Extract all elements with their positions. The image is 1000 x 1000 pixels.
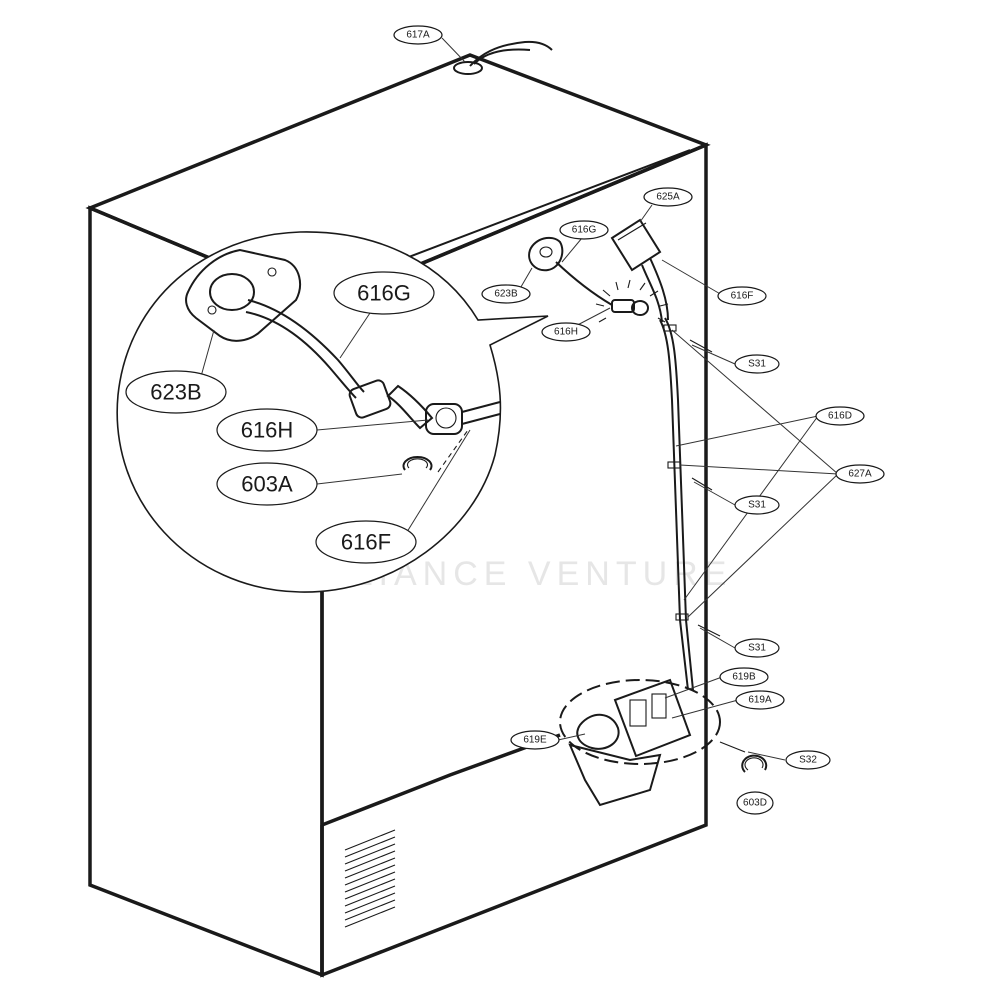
svg-text:603D: 603D — [743, 798, 767, 809]
label-617A: 617A — [393, 25, 443, 45]
detail-plate-623B — [185, 248, 301, 342]
svg-text:603A: 603A — [241, 472, 293, 497]
svg-text:S31: S31 — [748, 643, 766, 654]
svg-text:619A: 619A — [748, 695, 772, 706]
label-616H-large: 616H — [216, 408, 318, 452]
label-616G-small: 616G — [559, 220, 609, 240]
label-S31-1: S31 — [734, 354, 780, 374]
label-623B-small: 623B — [481, 284, 531, 304]
svg-text:616D: 616D — [828, 411, 852, 422]
label-603D: 603D — [736, 791, 774, 815]
label-619B: 619B — [719, 667, 769, 687]
svg-text:623B: 623B — [494, 289, 518, 300]
upper-connector-assembly — [528, 218, 669, 323]
label-627A: 627A — [835, 464, 885, 484]
detail-callout-leaders — [199, 312, 471, 541]
svg-text:S31: S31 — [748, 500, 766, 511]
svg-text:623B: 623B — [150, 380, 201, 405]
svg-text:616H: 616H — [241, 418, 294, 443]
lower-valve-assembly — [559, 678, 768, 807]
label-616H-small: 616H — [541, 322, 591, 342]
water-tube-assembly — [659, 317, 746, 753]
label-616D: 616D — [815, 406, 865, 426]
label-616F-large: 616F — [315, 520, 417, 564]
label-S31-2: S31 — [734, 495, 780, 515]
svg-text:619E: 619E — [523, 735, 547, 746]
svg-text:616G: 616G — [572, 225, 597, 236]
label-S32: S32 — [785, 750, 831, 770]
svg-text:619B: 619B — [732, 672, 756, 683]
svg-text:616F: 616F — [731, 291, 754, 302]
svg-text:617A: 617A — [406, 30, 430, 41]
vent-grille — [344, 829, 396, 928]
svg-text:625A: 625A — [656, 192, 680, 203]
label-623B-large: 623B — [125, 370, 227, 414]
svg-text:S32: S32 — [799, 755, 817, 766]
label-619E: 619E — [510, 730, 560, 750]
svg-text:616F: 616F — [341, 530, 391, 555]
label-619A: 619A — [735, 690, 785, 710]
svg-text:616G: 616G — [357, 281, 411, 306]
label-616G-large: 616G — [333, 271, 435, 315]
svg-text:627A: 627A — [848, 469, 872, 480]
label-S31-3: S31 — [734, 638, 780, 658]
label-625A: 625A — [643, 187, 693, 207]
detail-magnifier — [116, 231, 549, 593]
top-inlet-grommet — [453, 40, 553, 75]
label-616F-small: 616F — [717, 286, 767, 306]
svg-text:616H: 616H — [554, 327, 578, 338]
callout-leaders — [441, 37, 839, 761]
label-603A-large: 603A — [216, 462, 318, 506]
svg-text:S31: S31 — [748, 359, 766, 370]
